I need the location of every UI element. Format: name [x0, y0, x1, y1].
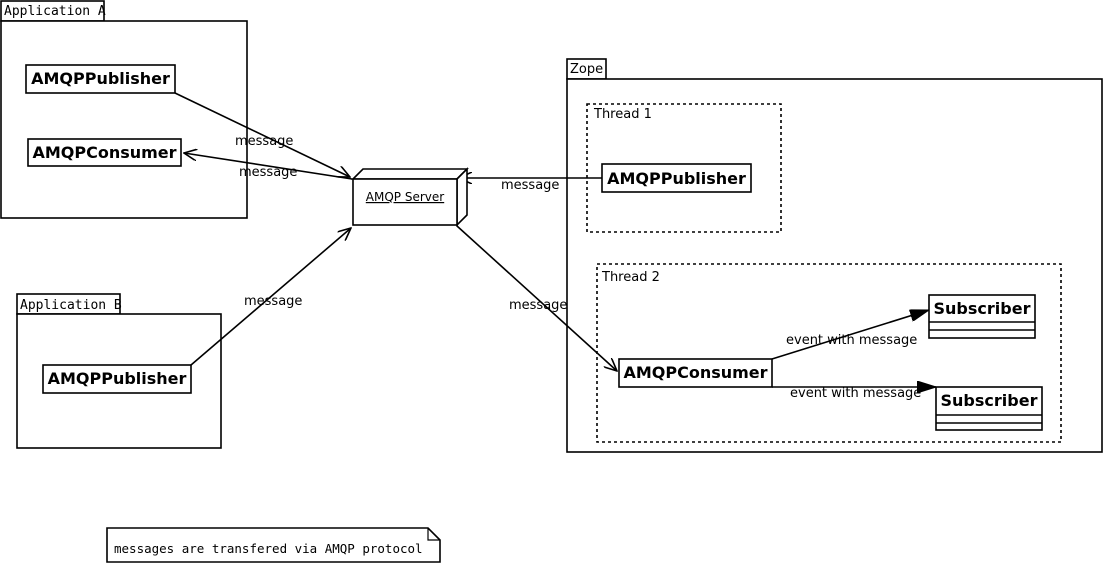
component-box — [42, 364, 192, 394]
edge-consumer-to-subscriber-1 — [771, 309, 929, 360]
edge-label: message — [509, 298, 567, 313]
component-box — [618, 358, 773, 388]
thread-frame — [586, 103, 782, 233]
note-fold — [427, 528, 440, 541]
component-zope-consumer: AMQPConsumer — [618, 358, 773, 388]
component-label: AMQPConsumer — [623, 363, 767, 382]
node-front-face — [352, 178, 458, 226]
package-application-a: Application A — [0, 0, 248, 219]
component-app-a-consumer: AMQPConsumer — [27, 138, 182, 167]
edges — [174, 92, 936, 387]
node-side-face — [456, 167, 468, 227]
component-app-b-publisher: AMQPPublisher — [42, 364, 192, 394]
edge-b-publisher-to-server — [190, 228, 351, 366]
edge-labels: message message message message message … — [235, 134, 921, 401]
class-label: Subscriber — [934, 299, 1031, 318]
component-label: AMQPPublisher — [607, 169, 746, 188]
package-label: Application B — [20, 298, 122, 313]
thread-label: Thread 2 — [601, 270, 660, 285]
package-label: Zope — [570, 62, 603, 77]
component-label: AMQPPublisher — [31, 69, 170, 88]
edge-label: message — [239, 165, 297, 180]
edge-a-publisher-to-server — [174, 92, 350, 177]
class-subscriber-2: Subscriber — [935, 386, 1043, 431]
component-label: AMQPPublisher — [48, 369, 187, 388]
edge-label: message — [244, 294, 302, 309]
node-top-face — [351, 168, 469, 180]
component-zope-publisher: AMQPPublisher — [601, 163, 752, 193]
edge-label: event with message — [786, 333, 917, 348]
thread-1-frame: Thread 1 — [586, 103, 782, 233]
component-box — [27, 138, 182, 167]
node-label: AMQP Server — [366, 190, 444, 204]
edge-server-to-zope-consumer — [456, 225, 617, 371]
note-text: messages are transfered via AMQP protoco… — [114, 541, 423, 556]
node-amqp-server: AMQP Server — [351, 167, 469, 227]
package-label: Application A — [4, 4, 106, 19]
component-box — [601, 163, 752, 193]
edge-label: message — [235, 134, 293, 149]
component-app-a-publisher: AMQPPublisher — [25, 64, 176, 94]
class-label: Subscriber — [941, 391, 1038, 410]
thread-label: Thread 1 — [593, 107, 652, 122]
edge-label: message — [501, 178, 559, 193]
component-box — [25, 64, 176, 94]
note-shape — [106, 527, 441, 563]
component-label: AMQPConsumer — [32, 143, 176, 162]
class-box — [928, 294, 1036, 339]
edge-label: event with message — [790, 386, 921, 401]
class-subscriber-1: Subscriber — [928, 294, 1036, 339]
package-body — [0, 20, 248, 219]
note: messages are transfered via AMQP protoco… — [106, 527, 441, 563]
edge-server-to-a-consumer — [184, 153, 353, 180]
